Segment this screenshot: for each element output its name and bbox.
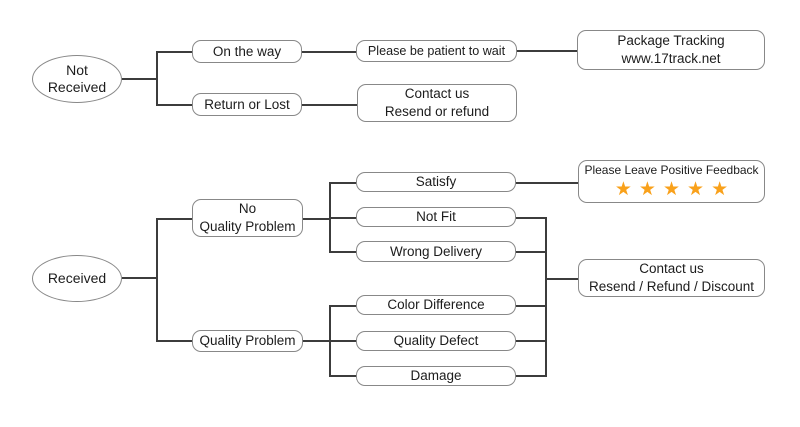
node-color-difference: Color Difference <box>356 295 516 315</box>
node-label: Quality Problem <box>199 219 296 234</box>
node-satisfy: Satisfy <box>356 172 516 192</box>
connector-line <box>329 375 356 377</box>
connector-line <box>329 340 356 342</box>
connector-line <box>156 104 193 106</box>
connector-line <box>329 217 356 219</box>
connector-line <box>156 51 193 53</box>
connector-line <box>545 217 547 377</box>
connector-line <box>122 78 157 80</box>
star-icon: ★ <box>711 178 729 200</box>
node-quality-problem: Quality Problem <box>192 330 303 352</box>
node-label: Resend or refund <box>384 104 490 119</box>
node-label: Damage <box>410 368 462 384</box>
node-label: Color Difference <box>387 297 485 313</box>
node-label: Satisfy <box>415 174 457 190</box>
node-label: No <box>238 201 257 217</box>
connector-line <box>302 104 358 106</box>
connector-line <box>516 217 546 219</box>
node-wrong-delivery: Wrong Delivery <box>356 241 516 262</box>
node-received: Received <box>32 255 122 302</box>
connector-line <box>156 340 193 342</box>
connector-line <box>156 51 158 105</box>
connector-line <box>516 340 546 342</box>
connector-line <box>156 218 193 220</box>
node-package-tracking: Package Tracking www.17track.net <box>577 30 765 70</box>
node-label: Resend / Refund / Discount <box>588 279 755 294</box>
connector-line <box>156 218 158 341</box>
connector-line <box>122 277 157 279</box>
node-return-or-lost: Return or Lost <box>192 93 302 116</box>
node-label: Wrong Delivery <box>389 243 483 259</box>
node-positive-feedback: Please Leave Positive Feedback ★ ★ ★ ★ ★ <box>578 160 765 203</box>
node-not-fit: Not Fit <box>356 207 516 227</box>
node-not-received: Not Received <box>32 55 122 103</box>
node-label: Not <box>66 61 88 78</box>
connector-line <box>516 305 546 307</box>
star-icon: ★ <box>662 178 681 200</box>
node-label: Received <box>47 79 107 95</box>
connector-line <box>516 251 546 253</box>
tracking-url: www.17track.net <box>621 51 721 66</box>
node-quality-defect: Quality Defect <box>356 331 516 351</box>
node-label: Received <box>47 269 107 286</box>
star-row: ★ ★ ★ ★ ★ <box>615 180 728 199</box>
node-on-the-way: On the way <box>192 40 302 63</box>
connector-line <box>329 251 356 253</box>
node-label: Contact us <box>639 261 704 277</box>
node-damage: Damage <box>356 366 516 386</box>
connector-line <box>329 182 356 184</box>
node-label: Quality Problem <box>199 333 296 349</box>
node-label: Please Leave Positive Feedback <box>584 163 759 178</box>
node-label: On the way <box>212 43 282 59</box>
star-icon: ★ <box>638 178 656 200</box>
node-label: Return or Lost <box>204 96 290 112</box>
connector-line <box>517 50 577 52</box>
connector-line <box>516 182 578 184</box>
star-icon: ★ <box>687 178 705 200</box>
connector-line <box>545 278 578 280</box>
node-no-quality-problem: No Quality Problem <box>192 199 303 237</box>
connector-line <box>302 51 357 53</box>
node-label: Package Tracking <box>617 33 725 49</box>
node-label: Please be patient to wait <box>367 43 506 58</box>
node-please-be-patient: Please be patient to wait <box>356 40 517 62</box>
star-icon: ★ <box>614 178 632 200</box>
node-label: Contact us <box>404 86 470 102</box>
node-contact-us-resend-refund-discount: Contact us Resend / Refund / Discount <box>578 259 765 297</box>
node-label: Not Fit <box>416 209 456 225</box>
node-contact-us-resend-refund: Contact us Resend or refund <box>357 84 517 122</box>
connector-line <box>303 340 330 342</box>
node-label: Quality Defect <box>393 333 479 349</box>
connector-line <box>516 375 546 377</box>
connector-line <box>303 218 330 220</box>
connector-line <box>329 305 356 307</box>
